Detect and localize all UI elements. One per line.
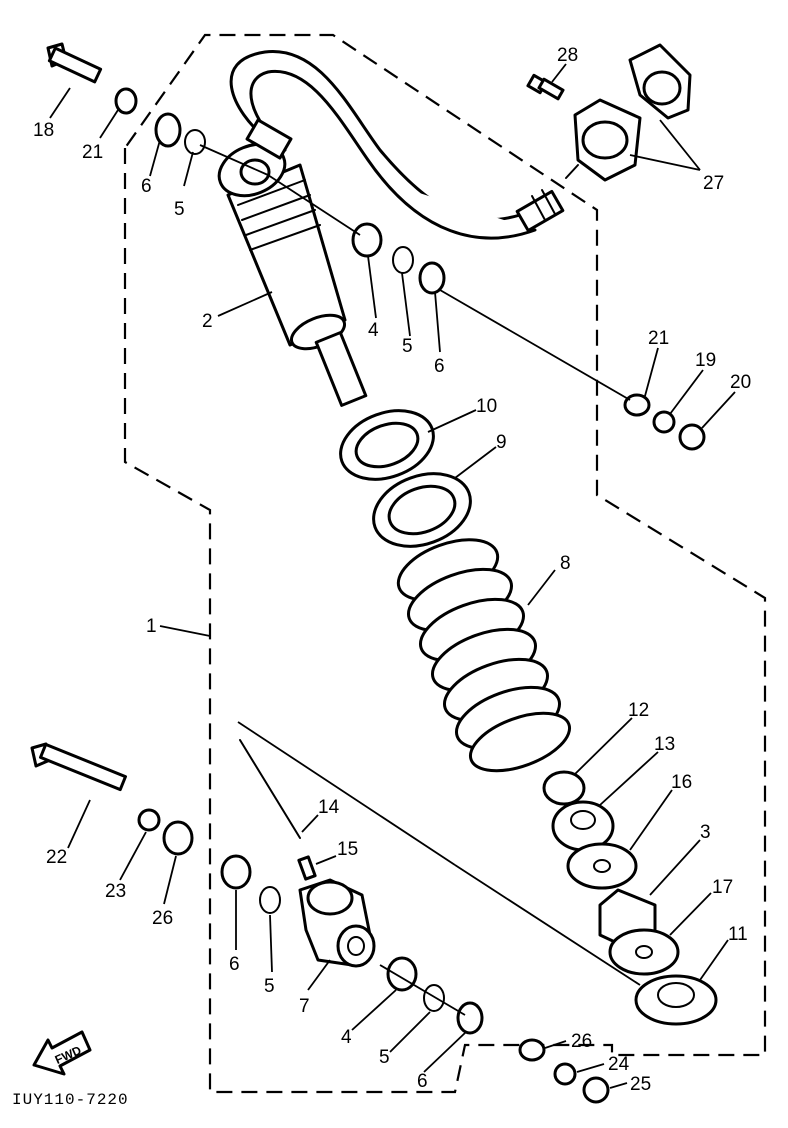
callout-5-upper: 5 xyxy=(402,336,413,357)
coil-spring xyxy=(396,538,572,773)
callout-4-upper: 4 xyxy=(368,320,379,341)
callout-6-lower: 6 xyxy=(417,1071,428,1092)
callout-numbers: 18 21 6 5 2 4 5 6 28 27 21 19 20 10 9 8 … xyxy=(33,45,751,1095)
callout-21-upper-left: 21 xyxy=(82,142,103,163)
callout-20: 20 xyxy=(730,372,751,393)
callout-21-right: 21 xyxy=(648,328,669,349)
callout-11: 11 xyxy=(728,924,748,945)
callout-17: 17 xyxy=(712,877,733,898)
small-parts xyxy=(114,87,706,1104)
callout-10: 10 xyxy=(476,396,497,417)
forward-arrow-icon: FWD xyxy=(32,1030,92,1076)
callout-9: 9 xyxy=(496,432,507,453)
callout-6-upper: 6 xyxy=(434,356,445,377)
leader-lines xyxy=(49,63,736,1089)
upper-bolt xyxy=(46,42,103,84)
lower-bolt xyxy=(30,742,127,792)
callout-24: 24 xyxy=(608,1054,630,1075)
bracket-bolt xyxy=(526,73,565,101)
callout-27: 27 xyxy=(703,173,724,194)
adjuster-nut xyxy=(372,472,472,548)
callout-19: 19 xyxy=(695,350,716,371)
callout-25: 25 xyxy=(630,1074,651,1095)
alignment-lines xyxy=(199,144,641,1016)
callout-6-lower-left: 6 xyxy=(229,954,240,975)
callout-5-lower: 5 xyxy=(379,1047,390,1068)
callout-23: 23 xyxy=(105,881,126,902)
callout-26-left: 26 xyxy=(152,908,173,929)
callout-7: 7 xyxy=(299,996,310,1017)
lock-nut xyxy=(339,409,435,481)
callout-22: 22 xyxy=(46,847,67,868)
callout-12: 12 xyxy=(628,700,649,721)
callout-13: 13 xyxy=(654,734,675,755)
callout-5-upper-left: 5 xyxy=(174,199,185,220)
spring-seat-stack xyxy=(542,770,718,1026)
reservoir-bracket xyxy=(565,43,692,182)
diagram-code: IUY110-7220 xyxy=(12,1091,129,1109)
callout-8: 8 xyxy=(560,553,571,574)
callout-4-lower: 4 xyxy=(341,1027,352,1048)
shock-absorber xyxy=(217,118,368,407)
callout-26-right: 26 xyxy=(571,1031,592,1052)
callout-6-upper-left: 6 xyxy=(141,176,152,197)
callout-1: 1 xyxy=(146,616,157,637)
callout-16: 16 xyxy=(671,772,692,793)
callout-14: 14 xyxy=(318,797,340,818)
reservoir-hose xyxy=(229,50,565,240)
callout-15: 15 xyxy=(337,839,358,860)
lower-clevis xyxy=(298,878,376,968)
callout-3: 3 xyxy=(700,822,711,843)
rod xyxy=(239,739,317,881)
callout-28: 28 xyxy=(557,45,578,66)
callout-18: 18 xyxy=(33,120,54,141)
callout-2: 2 xyxy=(202,311,213,332)
callout-5-lower-left: 5 xyxy=(264,976,275,997)
assembly-boundary xyxy=(123,33,767,1094)
